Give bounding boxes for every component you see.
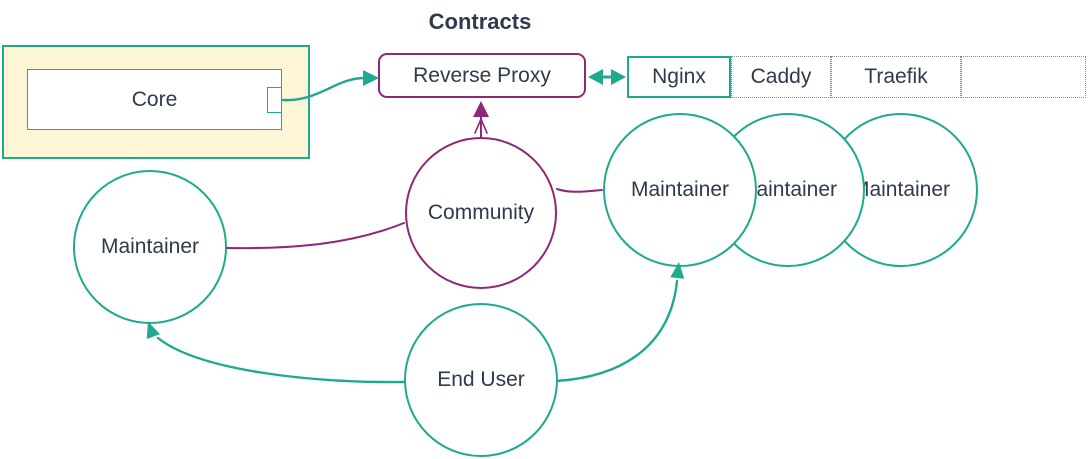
node-empty-cell — [961, 56, 1086, 98]
node-core: Core — [27, 69, 282, 130]
chevron-community-to-reverse-proxy — [474, 118, 488, 134]
arrowhead-to-reverse-proxy — [588, 69, 603, 85]
edge-community-to-maintainer-right — [556, 188, 603, 193]
arrowhead-to-nginx — [611, 69, 626, 85]
arrowhead-core-to-reverse-proxy — [363, 70, 379, 86]
node-community-label: Community — [427, 201, 535, 224]
node-caddy: Caddy — [731, 56, 831, 98]
edge-community-to-maintainer-left — [226, 222, 405, 250]
node-end-user-label: End User — [437, 368, 525, 391]
arrowhead-community-to-reverse-proxy — [473, 101, 489, 117]
node-nginx: Nginx — [627, 56, 731, 98]
node-maintainer-right-2-label: Maintainer — [738, 178, 838, 201]
node-traefik: Traefik — [831, 56, 961, 98]
node-maintainer-right-1-label: Maintainer — [630, 178, 730, 201]
node-community: Community — [405, 137, 557, 289]
node-traefik-label: Traefik — [864, 65, 928, 88]
node-maintainer-right-1: Maintainer — [603, 113, 757, 267]
node-caddy-label: Caddy — [750, 65, 812, 88]
core-port — [267, 87, 282, 113]
node-reverse-proxy-label: Reverse Proxy — [413, 63, 551, 87]
node-maintainer-left: Maintainer — [73, 170, 227, 324]
edge-end-user-to-maintainer-left — [156, 336, 406, 384]
edge-end-user-to-maintainer-right — [555, 279, 679, 383]
node-maintainer-right-3-label: Maintainer — [851, 178, 951, 201]
node-end-user: End User — [404, 303, 558, 457]
node-reverse-proxy: Reverse Proxy — [378, 53, 586, 98]
diagram-title: Contracts — [428, 9, 532, 34]
node-core-label: Core — [131, 87, 178, 111]
node-maintainer-left-label: Maintainer — [100, 235, 200, 258]
node-nginx-label: Nginx — [652, 65, 706, 88]
